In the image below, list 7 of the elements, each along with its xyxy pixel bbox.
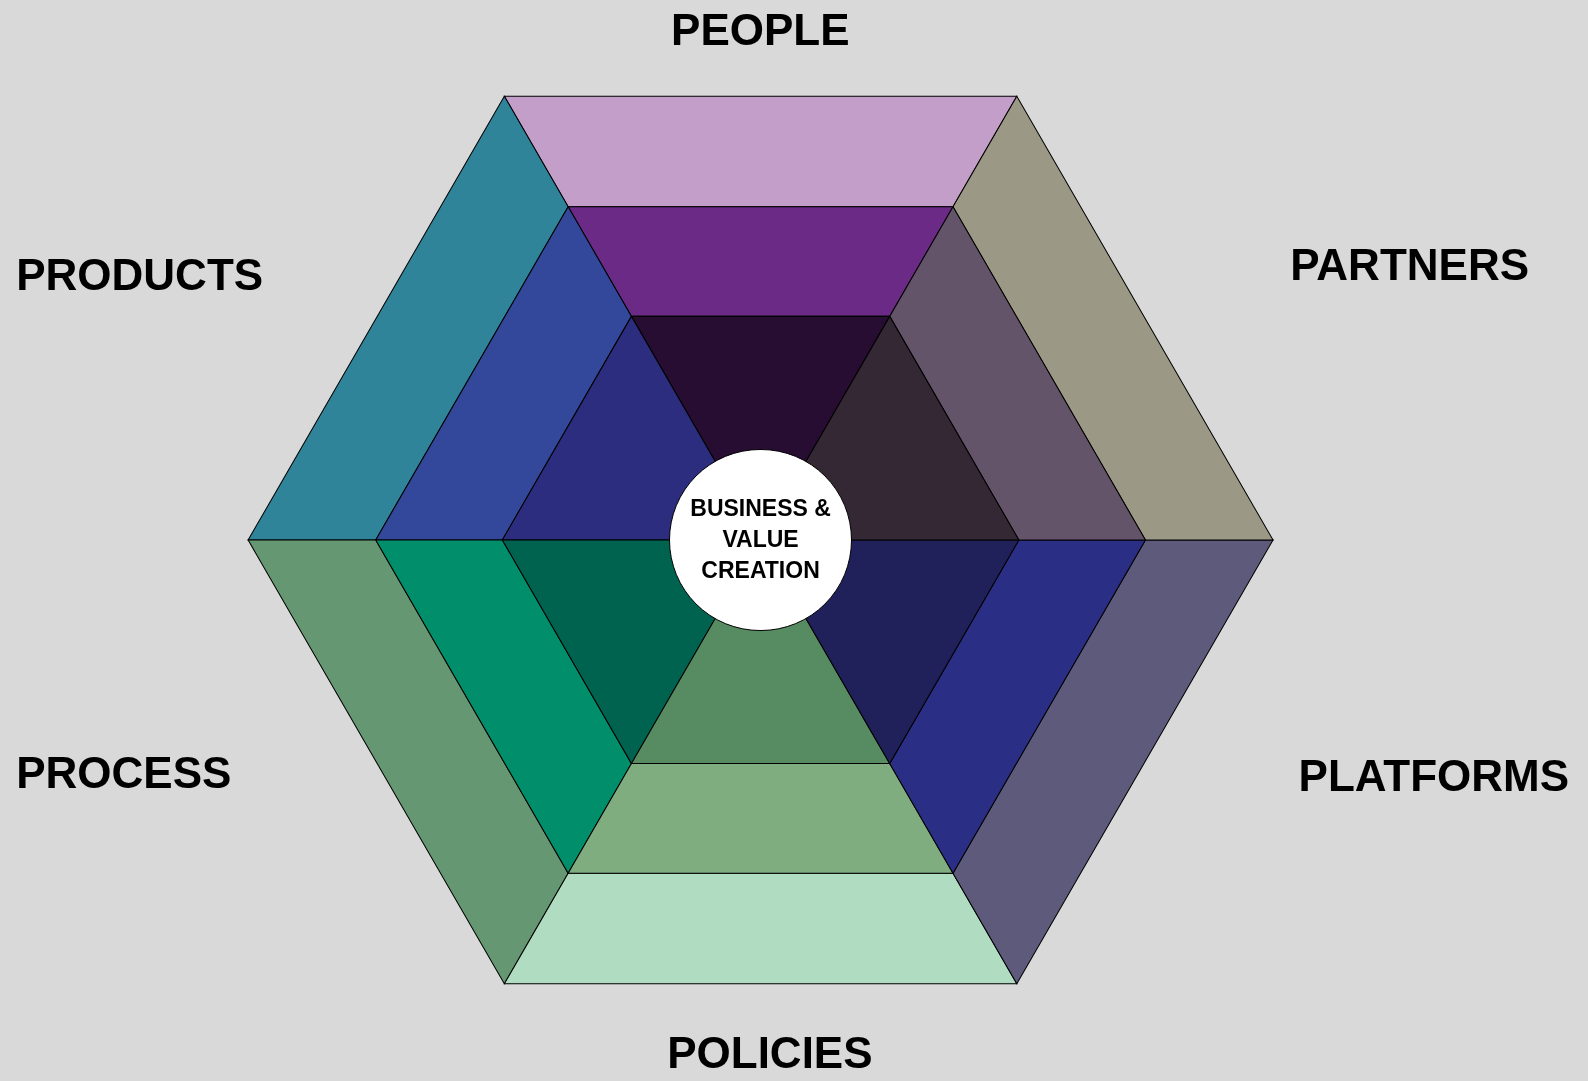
category-label: PARTNERS	[1290, 243, 1529, 288]
category-label: PLATFORMS	[1298, 753, 1570, 798]
category-label: PEOPLE	[671, 8, 850, 53]
category-label: PROCESS	[16, 750, 232, 795]
center-text: BUSINESS & VALUE CREATION	[689, 494, 832, 586]
category-label: POLICIES	[667, 1031, 873, 1076]
category-label: PRODUCTS	[16, 253, 264, 298]
